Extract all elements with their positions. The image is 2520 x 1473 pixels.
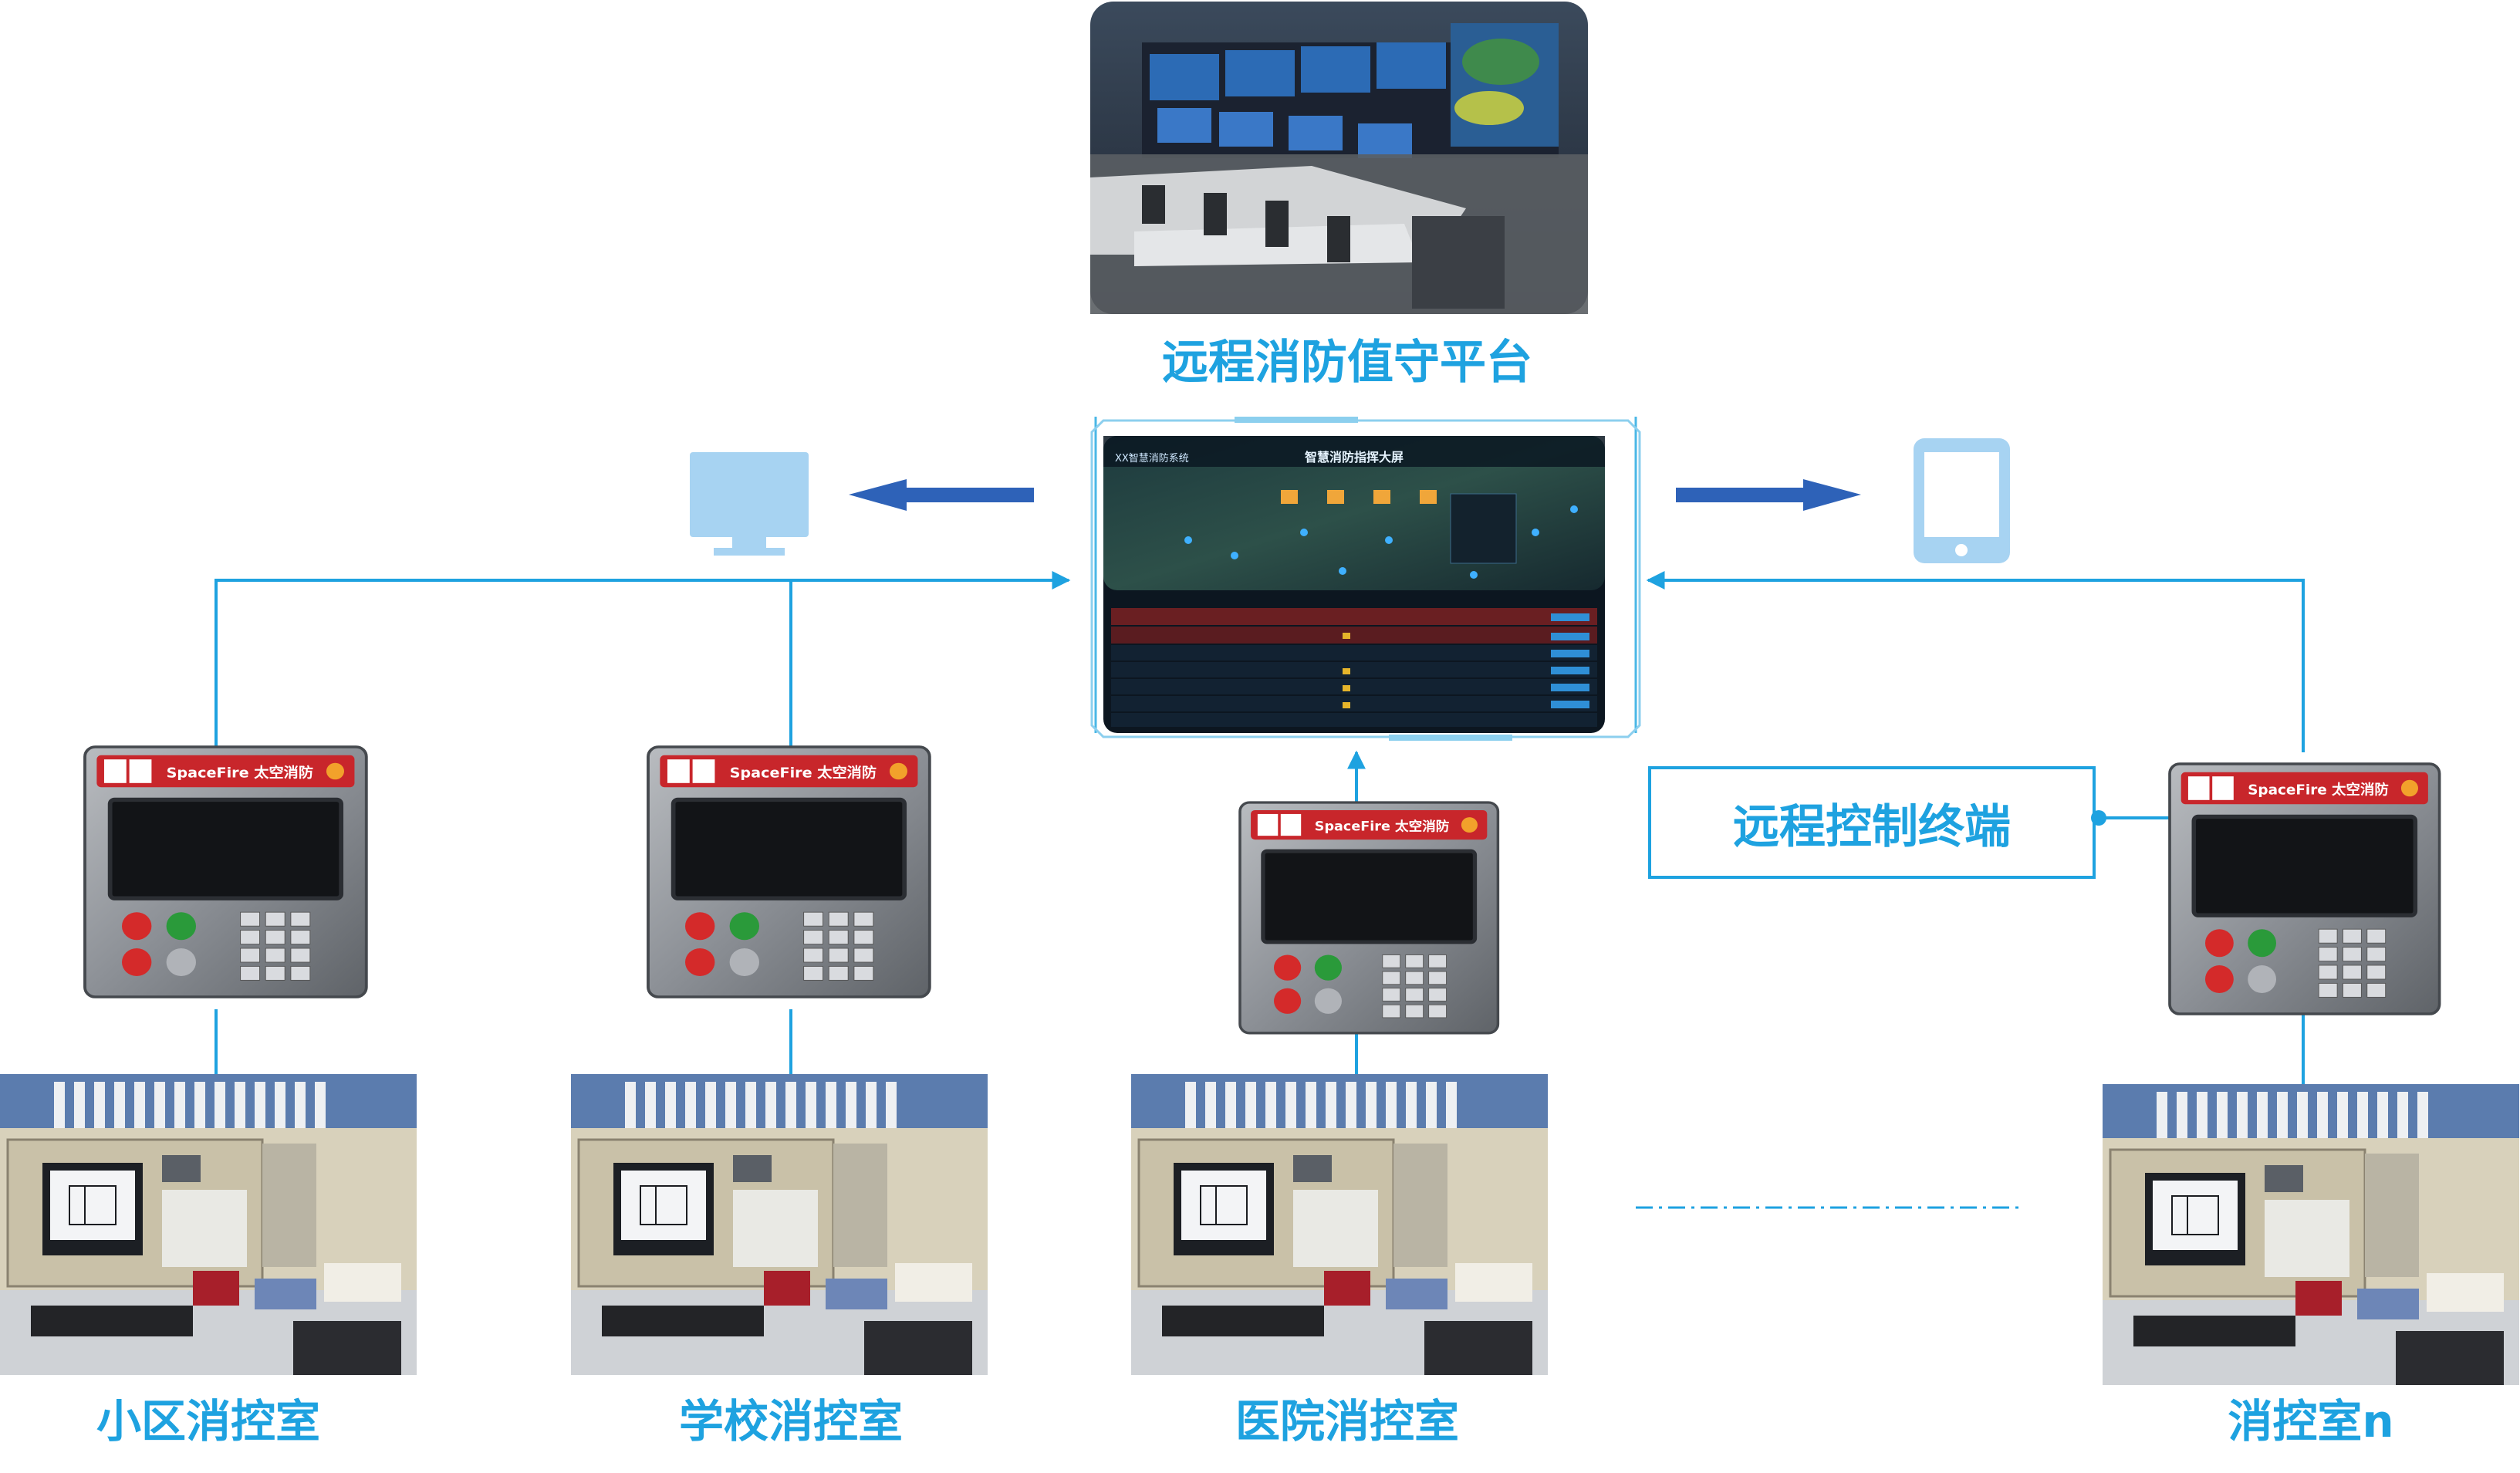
mobile-phone-icon bbox=[1914, 438, 2010, 563]
remote-control-terminal-label: 远程控制终端 bbox=[1733, 799, 2011, 854]
room-label-residential: 小区消控室 bbox=[96, 1395, 321, 1448]
arrow-to-mobile bbox=[1676, 479, 1861, 511]
dashboard-screen: XX智慧消防系统 智慧消防指挥大屏 bbox=[1103, 436, 1605, 733]
fire-device-4: SpaceFire 太空消防 bbox=[2170, 764, 2440, 1014]
control-center-photo bbox=[1090, 2, 1588, 314]
dashboard-screen-frame bbox=[1090, 417, 1641, 741]
fire-device-1: SpaceFire 太空消防 bbox=[85, 747, 367, 997]
desktop-monitor-icon bbox=[690, 452, 809, 556]
fire-device-3: SpaceFire 太空消防 bbox=[1240, 802, 1498, 1033]
room-label-school: 学校消控室 bbox=[678, 1395, 904, 1448]
dashboard-header-title: 智慧消防指挥大屏 bbox=[1305, 450, 1404, 465]
device-brand: SpaceFire 太空消防 bbox=[730, 765, 877, 781]
dashboard-system-name: XX智慧消防系统 bbox=[1115, 452, 1189, 465]
room-label-hospital: 医院消控室 bbox=[1235, 1395, 1460, 1448]
room-photo-1 bbox=[0, 1073, 418, 1377]
platform-title: 远程消防值守平台 bbox=[1162, 336, 1532, 390]
remote-control-terminal-box: 远程控制终端 bbox=[1648, 766, 2096, 879]
arrow-to-desktop bbox=[849, 479, 1034, 511]
room-label-n: 消控室n bbox=[2228, 1395, 2394, 1448]
room-photo-2 bbox=[569, 1073, 989, 1377]
fire-device-2: SpaceFire 太空消防 bbox=[648, 747, 930, 997]
room-photo-4 bbox=[2101, 1083, 2520, 1387]
room-photo-3 bbox=[1130, 1073, 1549, 1377]
device-brand: SpaceFire 太空消防 bbox=[167, 765, 314, 781]
device-brand: SpaceFire 太空消防 bbox=[2248, 782, 2389, 799]
device-brand: SpaceFire 太空消防 bbox=[1315, 819, 1450, 834]
